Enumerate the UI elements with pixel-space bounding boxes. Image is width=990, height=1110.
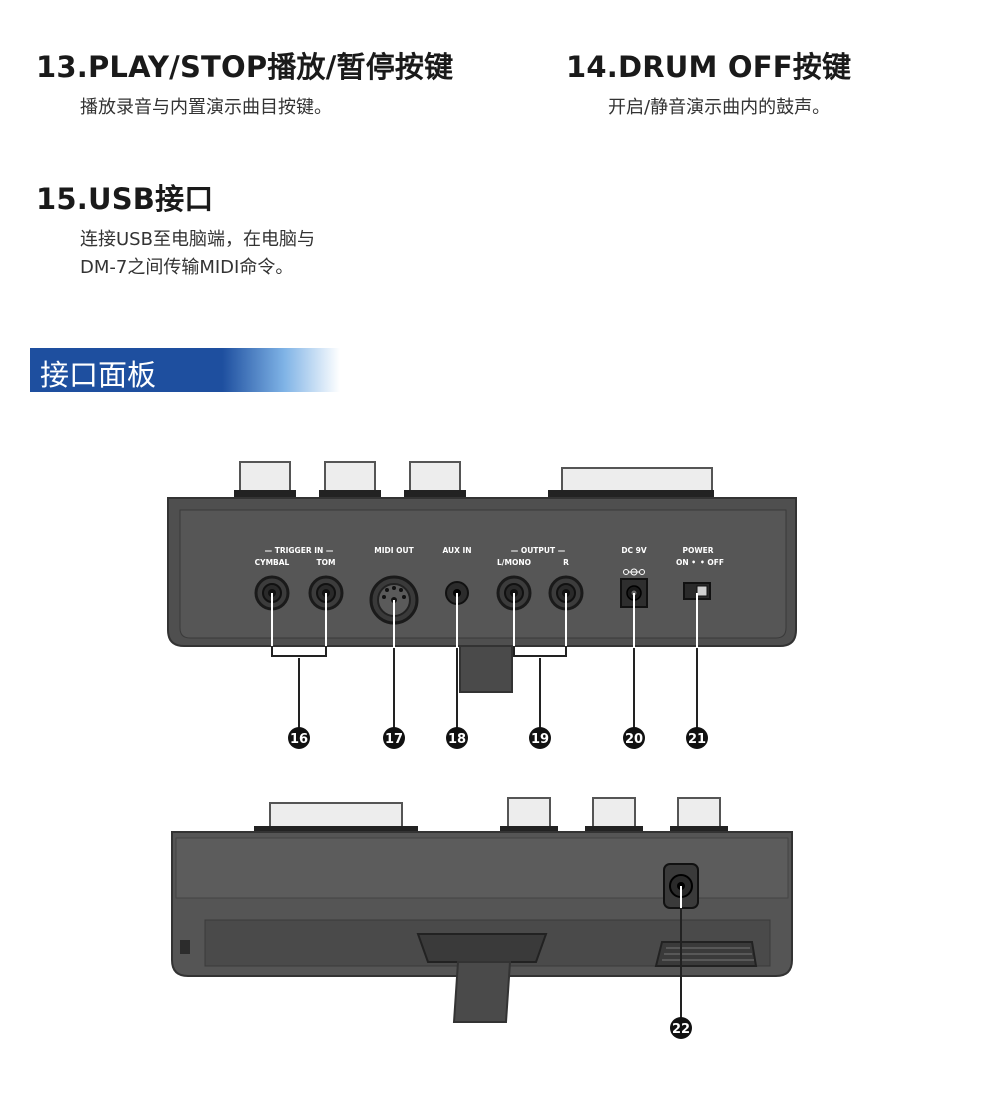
feature-title-play-stop: 13.PLAY/STOP播放/暂停按键 — [36, 50, 454, 84]
svg-text:20: 20 — [625, 732, 643, 747]
label-aux-in: AUX IN — [442, 546, 471, 555]
svg-text:16: 16 — [290, 732, 308, 747]
label-power-on: ON • — [676, 558, 696, 567]
label-power-off: • OFF — [700, 558, 724, 567]
feature-desc-play-stop: 播放录音与内置演示曲目按键。 — [80, 97, 332, 118]
label-trigger-in: — TRIGGER IN — — [265, 546, 334, 555]
callout-lines-inner — [271, 593, 698, 646]
rear-knobs — [234, 461, 714, 498]
side-panel-view: 22 — [171, 797, 793, 1039]
section-banner: 接口面板 — [30, 348, 340, 392]
section-banner-title: 接口面板 — [40, 358, 157, 392]
label-power: POWER — [682, 546, 713, 555]
label-l-mono: L/MONO — [497, 558, 531, 567]
callout-brackets — [271, 646, 567, 657]
label-dc-9v: DC 9V — [621, 546, 647, 555]
stand-mount — [459, 645, 513, 693]
interface-panel-diagram: — TRIGGER IN — CYMBAL TOM MIDI OUT AUX I… — [167, 461, 797, 1039]
callout-21: 21 — [686, 727, 708, 749]
svg-text:21: 21 — [688, 732, 706, 747]
feature-desc-drum-off: 开启/静音演示曲内的鼓声。 — [608, 97, 831, 118]
feature-title-drum-off: 14.DRUM OFF按键 — [566, 50, 852, 84]
svg-text:17: 17 — [385, 732, 403, 747]
callout-19: 19 — [529, 727, 551, 749]
callout-20: 20 — [623, 727, 645, 749]
label-r: R — [563, 558, 569, 567]
svg-text:18: 18 — [448, 732, 466, 747]
label-cymbal: CYMBAL — [255, 558, 290, 567]
side-stand-mount — [452, 961, 512, 1023]
feature-desc-usb-line-1: 连接USB至电脑端，在电脑与 — [80, 229, 315, 250]
svg-text:19: 19 — [531, 732, 549, 747]
label-midi-out: MIDI OUT — [374, 546, 414, 555]
feature-title-usb: 15.USB接口 — [36, 182, 214, 216]
feature-desc-usb: 连接USB至电脑端，在电脑与 DM-7之间传输MIDI命令。 — [80, 226, 315, 282]
callout-18: 18 — [446, 727, 468, 749]
label-tom: TOM — [317, 558, 336, 567]
callout-22: 22 — [670, 1017, 692, 1039]
rear-panel-view: — TRIGGER IN — CYMBAL TOM MIDI OUT AUX I… — [167, 461, 797, 749]
svg-text:22: 22 — [672, 1022, 690, 1037]
callout-17: 17 — [383, 727, 405, 749]
dc-polarity-icon — [623, 568, 645, 576]
callout-lines-outside — [298, 648, 698, 728]
callout-16: 16 — [288, 727, 310, 749]
label-output: — OUTPUT — — [511, 546, 566, 555]
feature-desc-usb-line-2: DM-7之间传输MIDI命令。 — [80, 257, 294, 278]
